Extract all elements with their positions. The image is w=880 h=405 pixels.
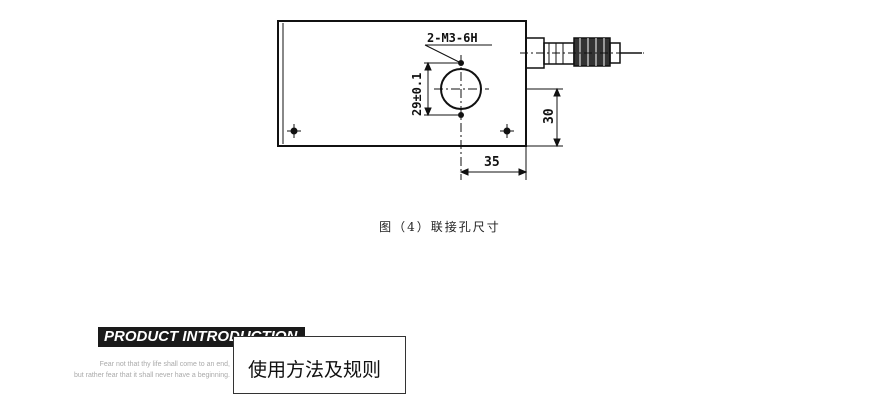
device-body-outline — [277, 20, 527, 147]
dim-width — [459, 146, 528, 180]
corner-hole-right — [500, 124, 514, 138]
mounting-hole-drawing: 2-M3-6H 29±0.1 30 35 — [277, 20, 644, 180]
motto-line-2: but rather fear that it shall never have… — [73, 372, 230, 379]
dim-vertical-spacing-label: 29±0.1 — [410, 73, 424, 116]
hole-spec-leader — [424, 44, 462, 64]
corner-hole-left — [287, 124, 301, 138]
micrometer-head — [520, 37, 644, 69]
dim-width-label: 35 — [484, 155, 500, 170]
motto-text: Fear not that thy life shall come to an … — [30, 359, 230, 381]
section-title: 使用方法及规则 — [248, 359, 382, 381]
motto-line-1: Fear not that thy life shall come to an … — [99, 361, 230, 368]
hole-spec-label: 2-M3-6H — [427, 31, 478, 45]
section-title-box: 使用方法及规则 — [233, 336, 406, 394]
dim-height-label: 30 — [542, 108, 557, 124]
dim-height — [526, 87, 563, 148]
figure-caption: 图（4）联接孔尺寸 — [379, 220, 501, 234]
dim-vertical-spacing — [424, 61, 458, 117]
threaded-hole-bottom — [458, 112, 464, 118]
